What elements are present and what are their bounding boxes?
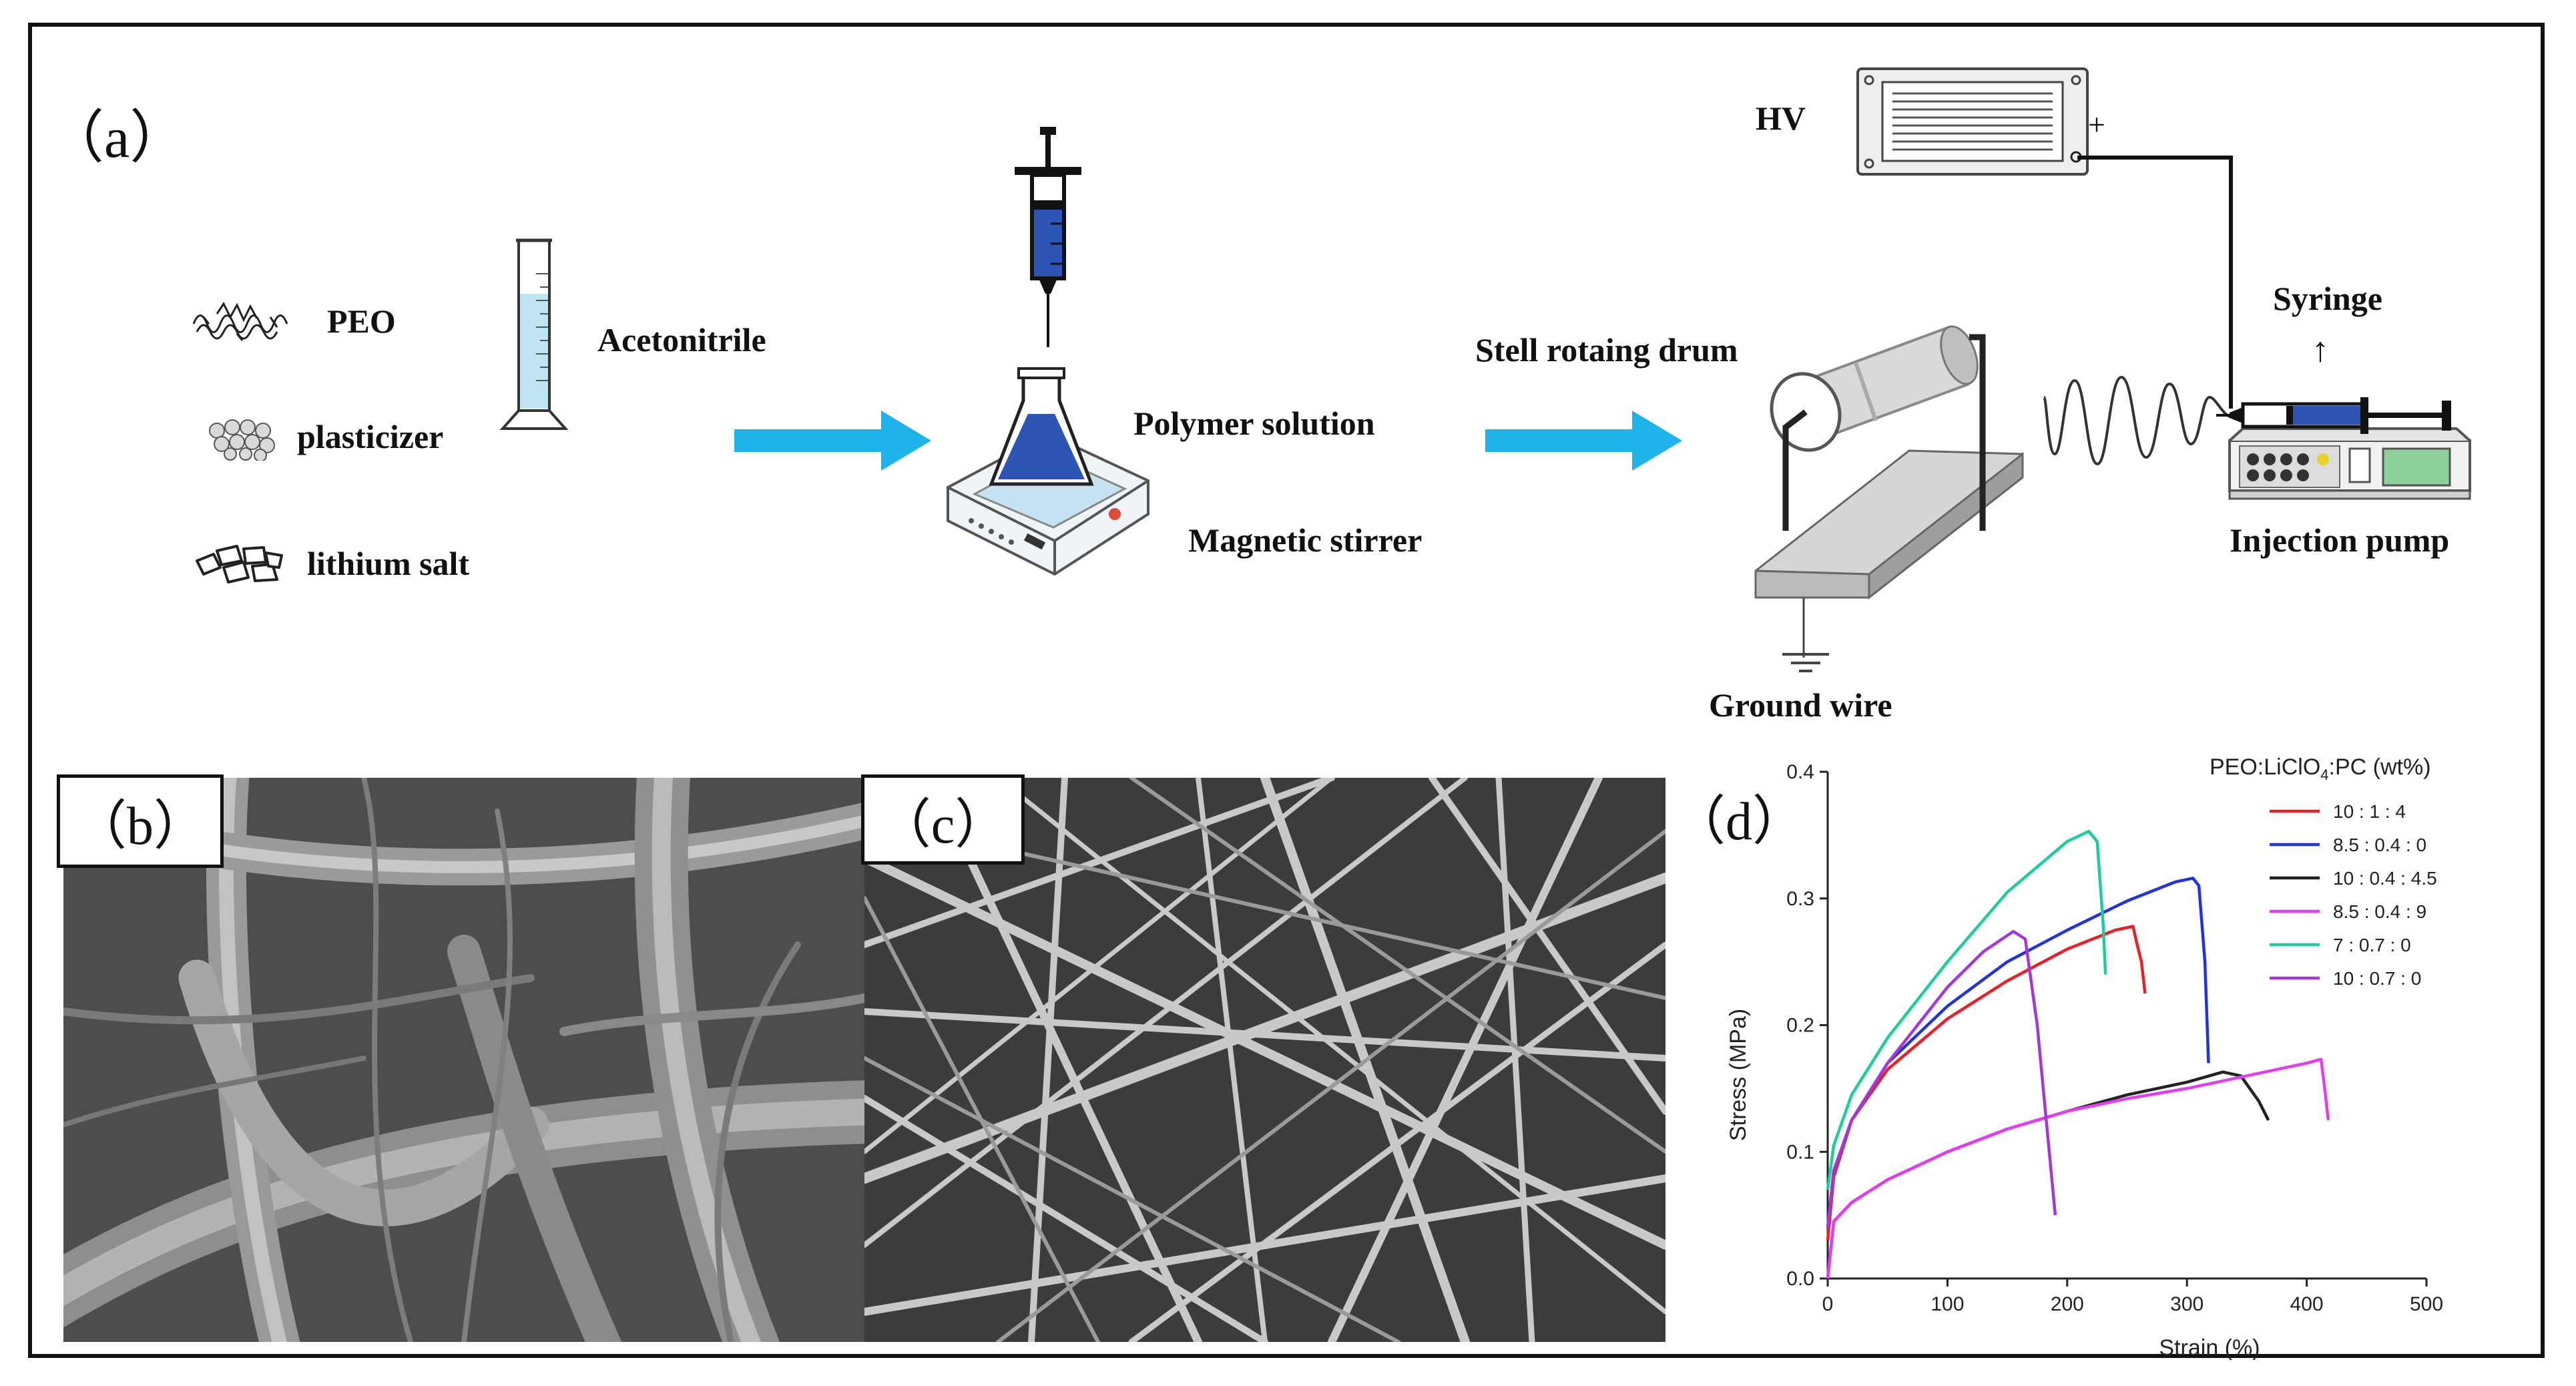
- legend-entry-label: 7 : 0.7 : 0: [2333, 935, 2411, 955]
- fiber-jet-icon: [2043, 375, 2234, 466]
- y-tick-label: 0.3: [1786, 888, 1814, 910]
- x-tick-label: 100: [1930, 1293, 1964, 1315]
- syringe-vertical-icon: [1015, 127, 1081, 347]
- x-tick-label: 200: [2051, 1293, 2084, 1315]
- legend-entry-label: 10 : 0.4 : 4.5: [2333, 868, 2437, 889]
- hv-polarity-label: +: [2088, 107, 2105, 142]
- drum-label: Stell rotaing drum: [1475, 331, 1738, 369]
- x-tick-label: 400: [2290, 1293, 2324, 1315]
- stress-strain-chart: 0 100 200 300 400 500 0.0 0.1 0.2 0.3 0.4 10 : 1 :…: [1726, 754, 2443, 1361]
- series-line-5: [1826, 829, 2107, 1190]
- panel-a: （a） PEO plasticizer lithium salt: [47, 67, 2471, 724]
- lithium-salt-label: lithium salt: [307, 545, 470, 582]
- plasticizer-label: plasticizer: [297, 418, 444, 455]
- injection-pump-label: Injection pump: [2230, 521, 2450, 559]
- x-axis-label: Strain (%): [2159, 1335, 2260, 1361]
- panel-d-label: （d）: [1672, 792, 1806, 851]
- figure-frame: [28, 23, 2545, 1358]
- plasticizer-icon: [209, 419, 275, 461]
- x-tick-label: 300: [2170, 1293, 2204, 1315]
- panel-c-label: （c）: [877, 795, 1009, 855]
- ground-wire-label: Ground wire: [1709, 686, 1892, 724]
- chart-series-layer: [1826, 829, 2330, 1279]
- series-line-6: [1826, 929, 2057, 1228]
- panel-c-label-box: （c）: [861, 774, 1025, 865]
- sem-image-c: [864, 778, 1665, 1342]
- y-tick-label: 0.1: [1786, 1141, 1814, 1163]
- series-line-4: [1826, 1058, 2330, 1279]
- magnetic-stirrer-icon: [947, 367, 1149, 576]
- y-tick-label: 0.4: [1786, 761, 1814, 783]
- hv-wire: [2077, 156, 2233, 409]
- syringe-arrow-label: ↑: [2312, 331, 2329, 369]
- series-line-2: [1826, 877, 2210, 1228]
- panel-b-label-box: （b）: [57, 774, 224, 868]
- rotating-drum-icon: [1754, 325, 2024, 658]
- x-tick-label: 0: [1822, 1293, 1834, 1315]
- hv-label: HV: [1756, 99, 1806, 137]
- chart-axes: 0 100 200 300 400 500 0.0 0.1 0.2 0.3 0.4: [1786, 761, 2443, 1315]
- y-tick-label: 0.2: [1786, 1015, 1814, 1037]
- y-axis-label: Stress (MPa): [1726, 1009, 1751, 1141]
- panel-b-label: （b）: [73, 797, 207, 856]
- x-tick-label: 500: [2410, 1293, 2443, 1315]
- y-tick-label: 0.0: [1786, 1268, 1814, 1290]
- sem-image-b: [63, 778, 864, 1342]
- peo-label: PEO: [327, 302, 396, 340]
- process-arrow-1: [734, 411, 931, 471]
- ground-symbol-icon: [1782, 653, 1829, 672]
- legend-entry-label: 8.5 : 0.4 : 9: [2333, 901, 2426, 922]
- chart-legend: 10 : 1 : 4 8.5 : 0.4 : 0 10 : 0.4 : 4.5 8.5…: [2270, 801, 2437, 989]
- polymer-solution-label: Polymer solution: [1133, 405, 1375, 442]
- syringe-label: Syringe: [2273, 280, 2382, 317]
- legend-entry-label: 8.5 : 0.4 : 0: [2333, 835, 2426, 855]
- magnetic-stirrer-label: Magnetic stirrer: [1188, 521, 1423, 559]
- legend-entry-label: 10 : 1 : 4: [2333, 801, 2406, 822]
- process-arrow-2: [1485, 411, 1682, 471]
- lithium-salt-icon: [196, 545, 283, 584]
- peo-icon: [192, 302, 288, 341]
- legend-title: PEO:LiClO4:PC (wt%): [2210, 754, 2431, 783]
- legend-entry-label: 10 : 0.7 : 0: [2333, 968, 2421, 989]
- hv-power-supply-icon: [1856, 67, 2089, 176]
- acetonitrile-label: Acetonitrile: [597, 321, 766, 359]
- graduated-cylinder-icon: [499, 238, 569, 430]
- injection-pump-icon: [2216, 397, 2471, 500]
- panel-a-label: （a）: [47, 105, 188, 170]
